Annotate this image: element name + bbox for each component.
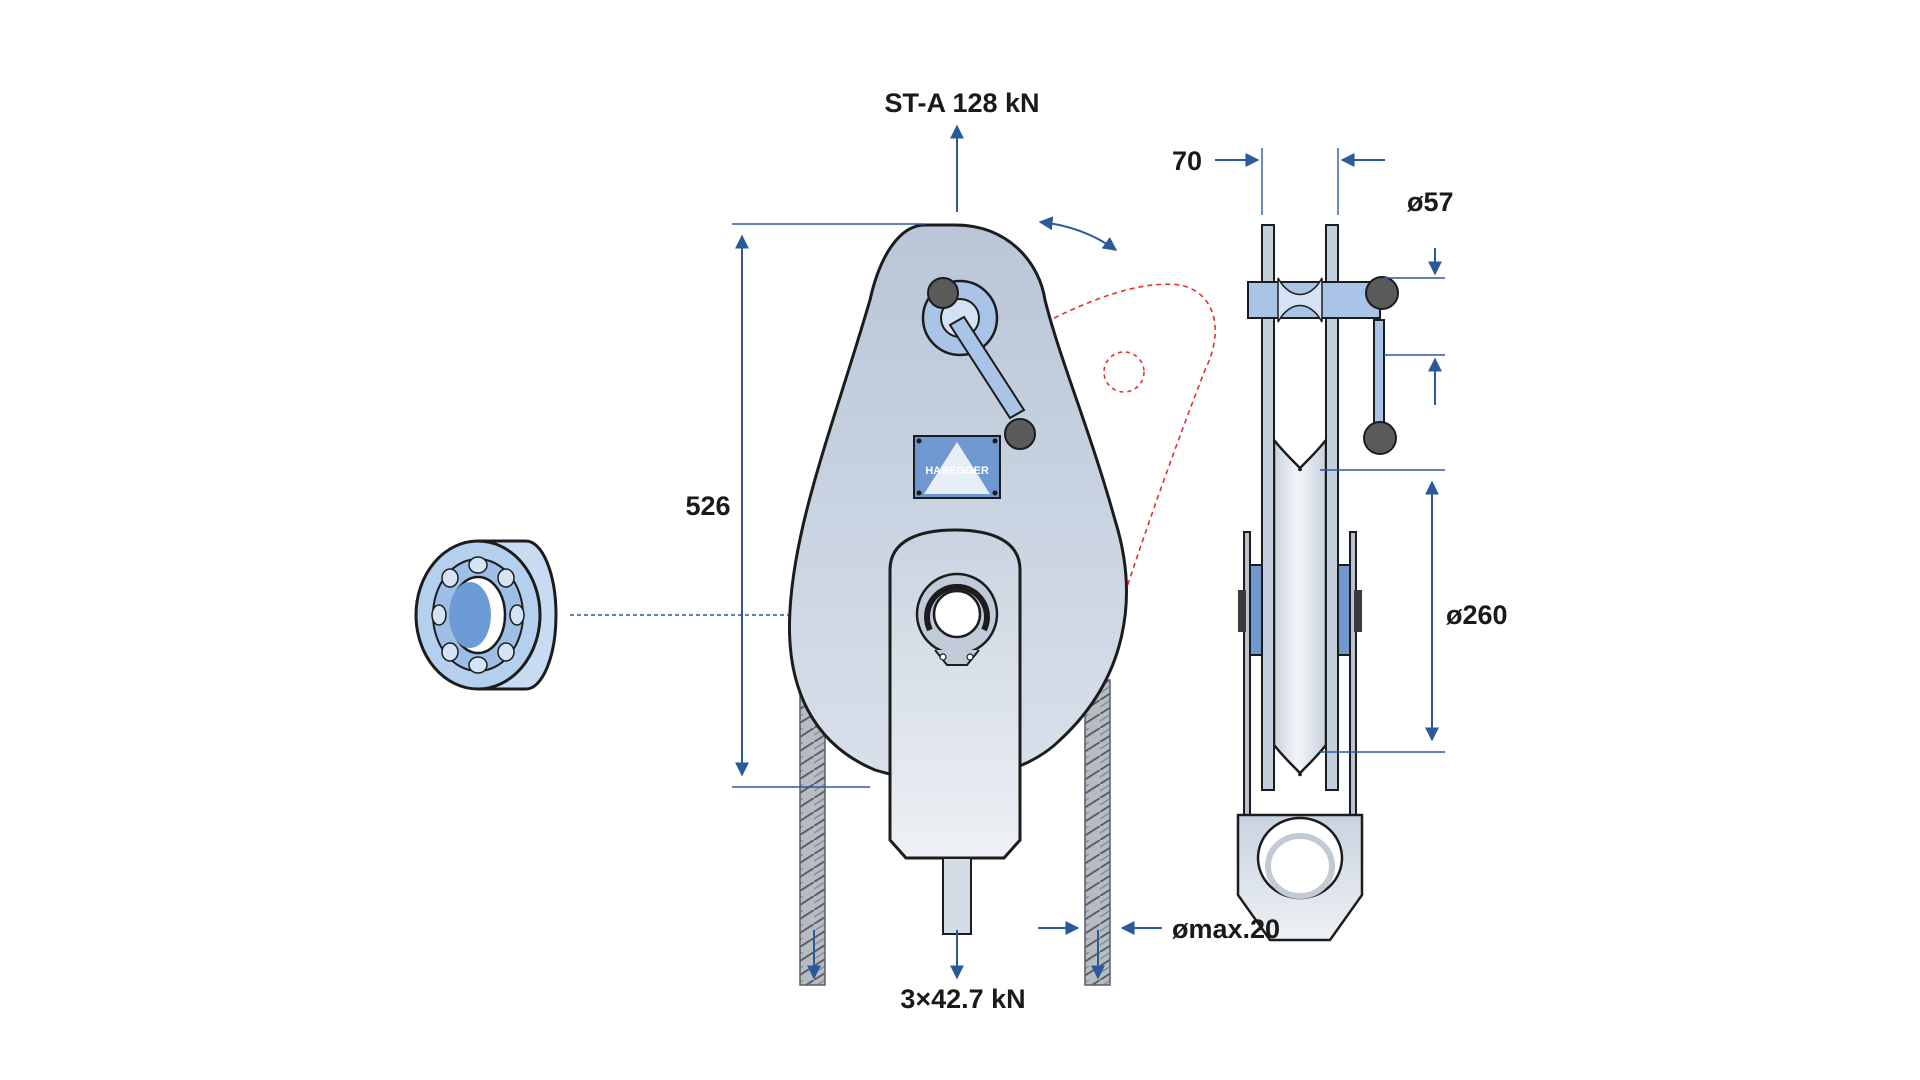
ball-bearing-icon: [414, 539, 558, 691]
lock-pin[interactable]: [921, 277, 1036, 450]
height-label: 526: [685, 491, 730, 521]
rope-diameter-label: ømax.20: [1172, 914, 1280, 944]
width-label: 70: [1172, 146, 1202, 176]
bottom-strap: [888, 528, 1022, 935]
logo-text: HABEGGER: [925, 465, 989, 477]
sheave-diameter-label: ø260: [1446, 600, 1508, 630]
top-load-label: ST-A 128 kN: [884, 88, 1039, 118]
bottom-load-label: 3×42.7 kN: [900, 984, 1025, 1014]
pin-diameter-label: ø57: [1407, 187, 1454, 217]
swing-pin-ghost: [1103, 351, 1145, 393]
side-view: [1236, 224, 1399, 942]
habegger-logo: HABEGGER: [913, 435, 1001, 499]
swing-arc-arrow: [1038, 216, 1118, 251]
